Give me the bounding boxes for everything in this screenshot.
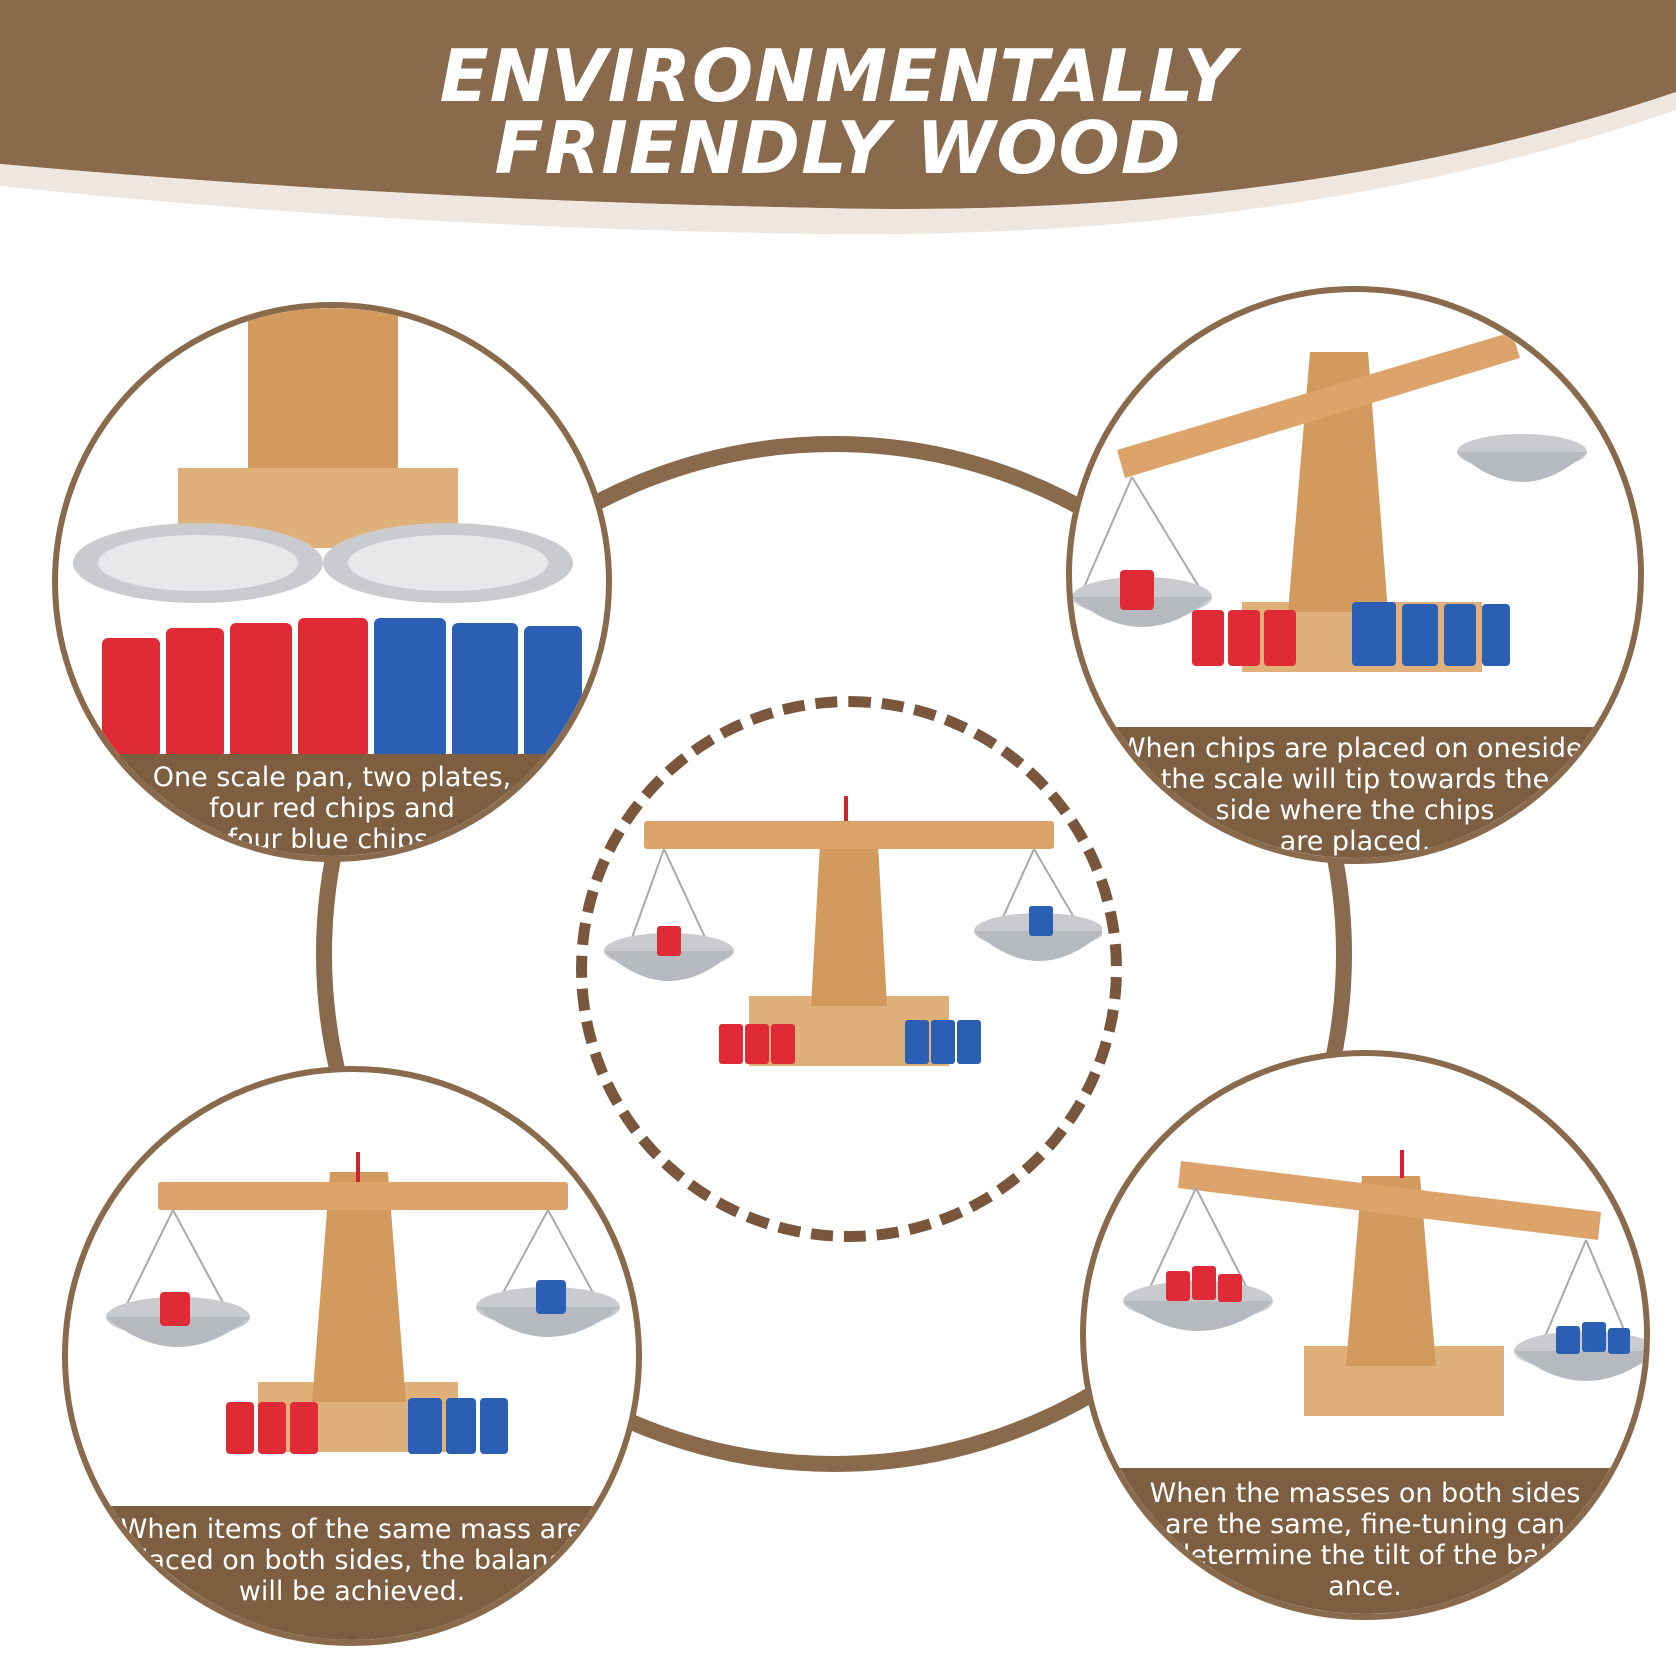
- caption-line: ance.: [1328, 1571, 1402, 1602]
- banner-title-line-2: FRIENDLY WOOD: [494, 106, 1182, 190]
- dashed-ring: [576, 696, 1122, 1242]
- banner-title-line-1: ENVIRONMENTALLY: [439, 34, 1237, 118]
- caption-line: When the masses on both sides: [1149, 1478, 1581, 1509]
- panel-bottom-left: When items of the same mass are placed o…: [62, 1066, 642, 1646]
- fine-tuning-balance-illustration: [1123, 1150, 1644, 1416]
- caption-line: side where the chips: [1215, 795, 1495, 826]
- tipped-balance-illustration: [1072, 332, 1587, 672]
- title-banner: [0, 0, 1676, 235]
- caption-top-left: One scale pan, two plates, four red chip…: [58, 754, 606, 856]
- caption-line: When items of the same mass are: [120, 1514, 584, 1545]
- pans-and-chips-illustration: [73, 308, 582, 758]
- caption-top-right: When chips are placed on oneside, the sc…: [1072, 727, 1638, 858]
- panel-top-left: One scale pan, two plates, four red chip…: [52, 302, 612, 862]
- caption-line: determine the tilt of the bal-: [1173, 1540, 1557, 1571]
- caption-line: four red chips and: [209, 793, 455, 824]
- panel-top-right: When chips are placed on oneside, the sc…: [1066, 286, 1644, 864]
- caption-line: will be achieved.: [238, 1576, 466, 1607]
- caption-line: placed on both sides, the balance: [123, 1545, 581, 1576]
- caption-line: are the same, fine-tuning can: [1165, 1509, 1565, 1540]
- caption-bottom-right: When the masses on both sides are the sa…: [1086, 1468, 1644, 1614]
- caption-line: One scale pan, two plates,: [152, 762, 512, 793]
- balanced-scale-illustration: [106, 1152, 620, 1454]
- panel-bottom-right: When the masses on both sides are the sa…: [1080, 1050, 1650, 1620]
- center-balance-illustration: [604, 796, 1102, 1066]
- caption-line: When chips are placed on oneside,: [1118, 733, 1592, 764]
- banner-title: ENVIRONMENTALLY FRIENDLY WOOD: [0, 40, 1676, 184]
- caption-bottom-left: When items of the same mass are placed o…: [68, 1506, 636, 1640]
- caption-line: are placed.: [1279, 826, 1431, 857]
- caption-line: four blue chips.: [227, 824, 437, 855]
- caption-line: the scale will tip towards the: [1160, 764, 1550, 795]
